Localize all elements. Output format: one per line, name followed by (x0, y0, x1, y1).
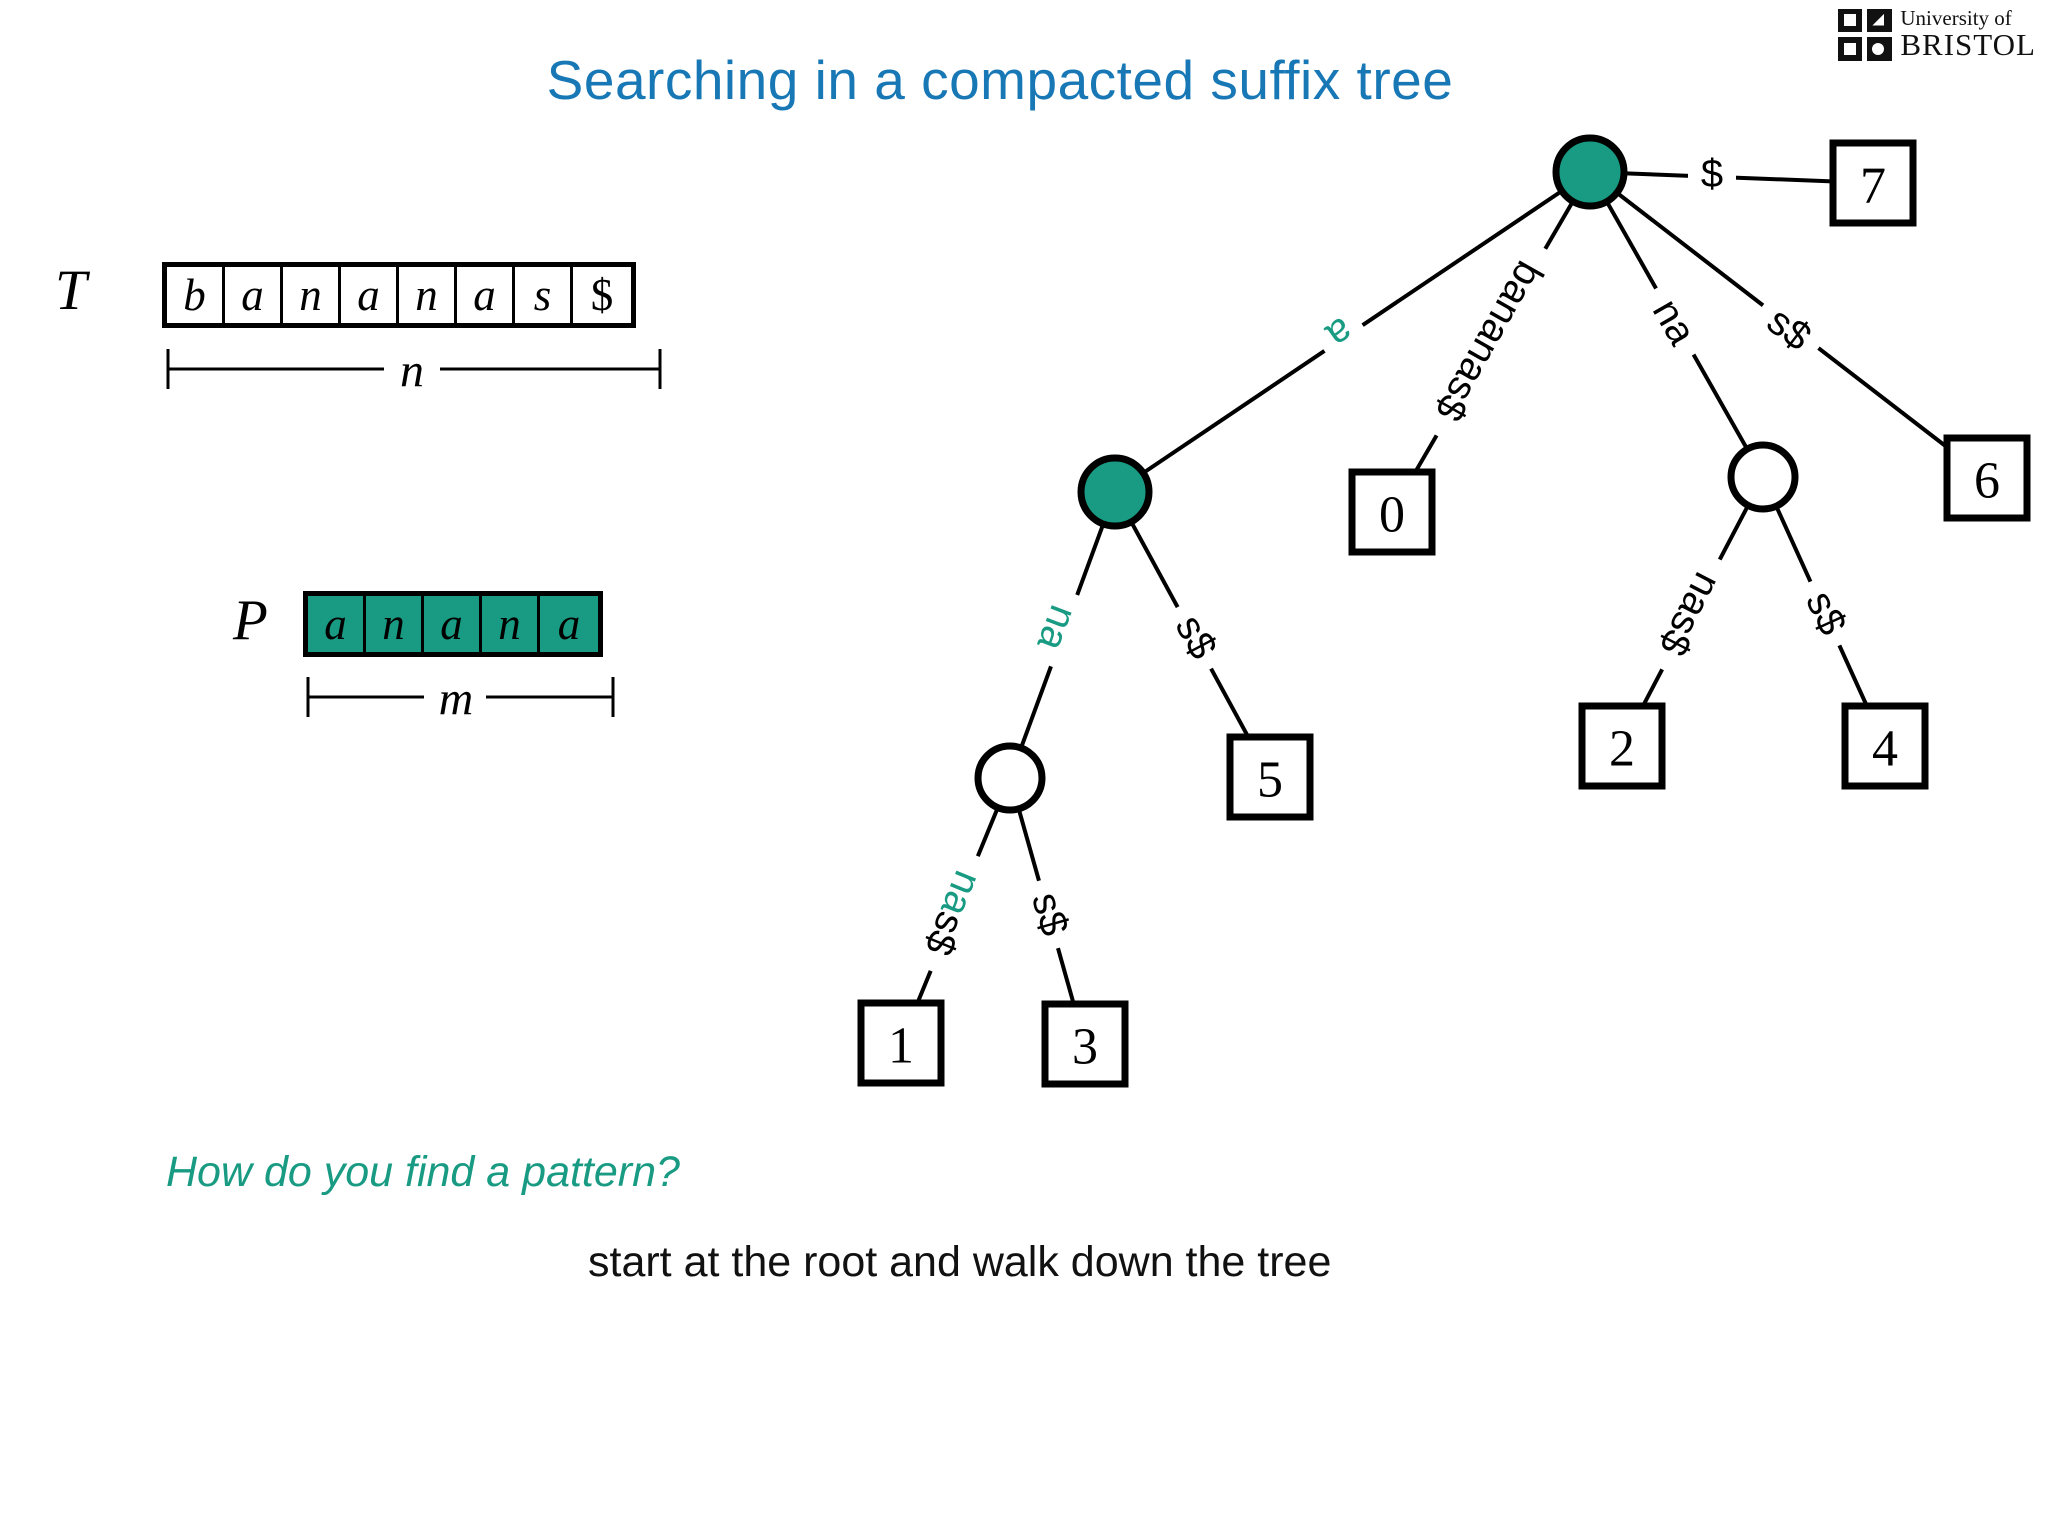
svg-text:7: 7 (1860, 158, 1886, 215)
t-cell: n (399, 267, 457, 323)
t-cell: a (457, 267, 515, 323)
university-crest-icon (1838, 8, 1893, 61)
length-n-label: n (400, 345, 424, 398)
leaf-box-2: 2 (1578, 702, 1666, 790)
p-cell: n (482, 596, 540, 652)
t-cell: n (283, 267, 341, 323)
page-title: Searching in a compacted suffix tree (546, 49, 1454, 111)
t-cell: s (515, 267, 573, 323)
svg-text:0: 0 (1379, 487, 1405, 544)
tree-leaves: 7 0 6 5 1 3 2 4 (857, 139, 2031, 1088)
svg-text:3: 3 (1072, 1019, 1098, 1076)
t-cell: b (167, 267, 225, 323)
p-cell: n (366, 596, 424, 652)
edge-label-nas-partial-match: nas$ (906, 846, 1000, 980)
svg-text:4: 4 (1872, 721, 1898, 778)
svg-text:5: 5 (1257, 752, 1283, 809)
internal-node-ana (974, 742, 1046, 814)
edge-label-sdollar-a5: s$ (1157, 594, 1235, 680)
leaf-box-5: 5 (1226, 733, 1314, 821)
svg-text:6: 6 (1974, 453, 2000, 510)
internal-node-na (1727, 441, 1799, 513)
leaf-box-7: 7 (1829, 139, 1917, 227)
p-cell: a (308, 596, 366, 652)
edge-label-sdollar-ana3: s$ (1016, 873, 1084, 955)
p-cell: a (540, 596, 598, 652)
leaf-box-4: 4 (1841, 702, 1929, 790)
length-bracket-m: m (306, 673, 615, 726)
t-cell: a (341, 267, 399, 323)
root-node (1552, 134, 1628, 210)
answer-text: start at the root and walk down the tree (588, 1238, 1332, 1286)
university-logo-line2: BRISTOL (1900, 27, 2036, 63)
t-cell-terminator: $ (590, 270, 614, 320)
length-bracket-n: n (166, 345, 662, 398)
svg-text:1: 1 (888, 1018, 914, 1075)
university-logo-line1: University of (1900, 6, 2012, 30)
leaf-box-0: 0 (1348, 468, 1436, 556)
edge-label-a: a (1306, 299, 1374, 367)
edge-label-nas-right: nas$ (1639, 547, 1741, 681)
text-T-label: T (55, 259, 87, 322)
university-logo: University of BRISTOL (1838, 6, 2036, 63)
tree-nodes (974, 134, 1799, 814)
university-logo-text: University of BRISTOL (1900, 6, 2036, 63)
internal-node-a (1077, 454, 1153, 530)
svg-text:$: $ (1701, 152, 1723, 196)
leaf-box-6: 6 (1943, 434, 2031, 522)
length-m-label: m (439, 673, 474, 726)
pattern-P-label: P (233, 589, 268, 652)
edge-label-na-right: na (1633, 276, 1715, 368)
p-cell: a (424, 596, 482, 652)
question-text: How do you find a pattern? (166, 1148, 680, 1196)
edge-label-dollar: $ (1688, 149, 1736, 199)
leaf-box-1: 1 (857, 999, 945, 1087)
edge-label-na-matched: na (1020, 583, 1094, 673)
leaf-box-3: 3 (1041, 1000, 1129, 1088)
svg-text:2: 2 (1609, 721, 1635, 778)
svg-text:bananas$: bananas$ (1427, 254, 1552, 429)
t-cell: a (225, 267, 283, 323)
pattern-P-array: a n a n a (303, 591, 603, 657)
edge-label-sdollar-na4: s$ (1788, 570, 1864, 656)
text-T-array: b a n a n a s $ (162, 262, 636, 328)
edge-label-bananas: bananas$ (1414, 234, 1564, 448)
